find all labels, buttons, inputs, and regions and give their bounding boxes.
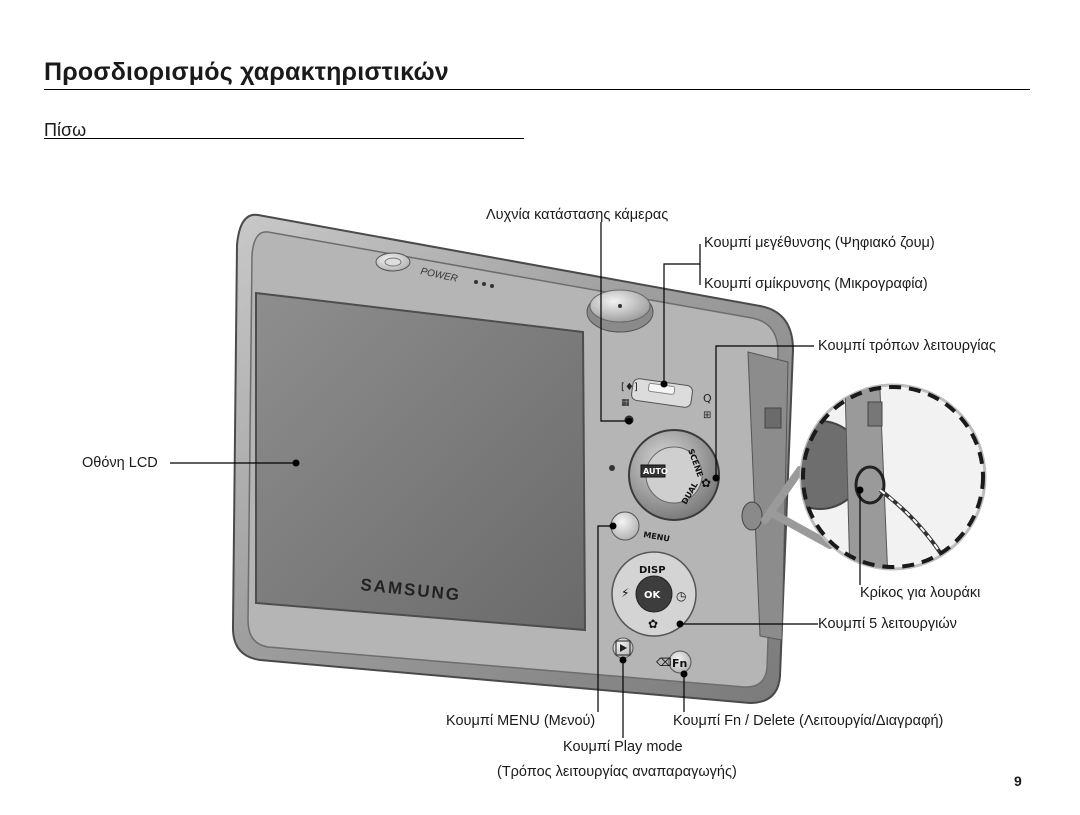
play-mode-label: Κουμπί Play mode <box>563 739 683 755</box>
fn-delete-label: Κουμπί Fn / Delete (Λειτουργία/Διαγραφή) <box>673 713 944 729</box>
mode-dial-label: Κουμπί τρόπων λειτουργίας <box>818 338 996 354</box>
play-button[interactable] <box>612 637 634 659</box>
subtitle-rule <box>44 138 524 139</box>
five-function-button[interactable] <box>611 551 697 637</box>
lcd-screen <box>255 291 587 632</box>
disp-button-text: DISP <box>639 565 666 576</box>
page-title: Προσδιορισμός χαρακτηριστικών <box>44 58 449 86</box>
five-function-label: Κουμπί 5 λειτουργιών <box>818 616 957 632</box>
trash-icon: ⌫ <box>656 656 672 669</box>
lcd-label: Οθόνη LCD <box>82 455 158 471</box>
callout-lines <box>170 222 861 738</box>
play-mode-sub-label: (Τρόπος λειτουργίας αναπαραγωγής) <box>497 764 737 780</box>
auto-mode-label: AUTO <box>643 467 668 476</box>
page-number: 9 <box>1014 773 1022 789</box>
mode-dial[interactable]: AUTO DUAL SCENE ✿ <box>628 429 720 521</box>
callout-dots <box>292 380 864 678</box>
fn-button-text: Fn <box>672 657 687 670</box>
fn-delete-button[interactable] <box>668 650 692 674</box>
shutter-button[interactable] <box>586 289 654 333</box>
power-button[interactable] <box>375 252 411 272</box>
macro-icon: ✿ <box>648 617 658 631</box>
strap-lug <box>741 501 763 531</box>
thumbnail-icon: ▦ <box>621 398 630 408</box>
zoom-in-icon: Q <box>703 392 712 405</box>
strap-ring-inset <box>761 383 987 571</box>
title-rule <box>44 89 1030 90</box>
status-lamp-label: Λυχνία κατάστασης κάμερας <box>486 207 669 223</box>
zoom-out-label: Κουμπί σμίκρυνσης (Μικρογραφία) <box>704 276 928 292</box>
ok-button-text: OK <box>644 590 662 601</box>
zoom-in-label: Κουμπί μεγέθυνσης (Ψηφιακό ζουμ) <box>704 235 935 251</box>
self-timer-icon: ◷ <box>676 589 687 603</box>
microphone-icon <box>609 465 615 471</box>
flash-zoom-icon: [♦] <box>621 382 638 393</box>
movie-mode-icon: ✿ <box>701 476 711 490</box>
flash-icon: ⚡ <box>621 586 629 600</box>
menu-button-label: Κουμπί MENU (Μενού) <box>446 713 596 729</box>
zoom-out-icon: ⊞ <box>703 410 711 421</box>
section-subtitle: Πίσω <box>44 120 87 140</box>
strap-ring-label: Κρίκος για λουράκι <box>860 585 981 601</box>
